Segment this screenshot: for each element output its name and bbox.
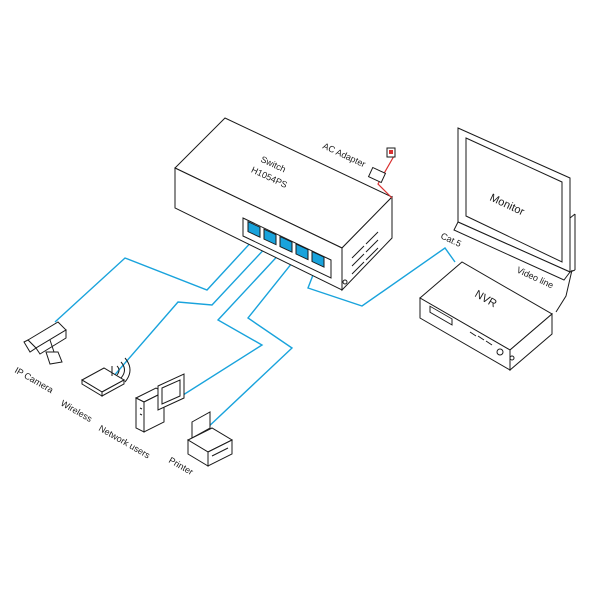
printer-label: Printer [167,455,195,477]
switch-ports [247,220,325,268]
port-1 [247,220,261,238]
cable-nvr [307,247,456,307]
video-line-cable [555,269,573,313]
nvr-icon: NVR [419,261,553,372]
cable-printer [204,252,301,431]
cable-ip-camera [54,237,256,323]
ip-camera-icon [23,321,67,365]
switch-icon: Switch H1054PS [174,117,393,292]
wireless-label: Wireless [59,398,94,424]
monitor-icon: Monitor [453,127,576,281]
ethernet-cables [54,237,456,431]
port-2 [263,228,277,246]
ip-camera-label: IP Camera [13,365,55,395]
cable-wireless [111,242,271,379]
ac-adapter-label: AC Adapter [321,141,367,170]
desktop-computer-icon [134,373,185,433]
printer-icon [186,411,234,467]
cat5-label: Cat.5 [439,231,463,249]
port-4 [295,243,309,261]
port-3 [279,235,293,253]
ac-adapter-icon [367,147,396,199]
wireless-router-icon [80,357,131,397]
port-5 [311,250,325,268]
cable-network-users [171,247,286,403]
